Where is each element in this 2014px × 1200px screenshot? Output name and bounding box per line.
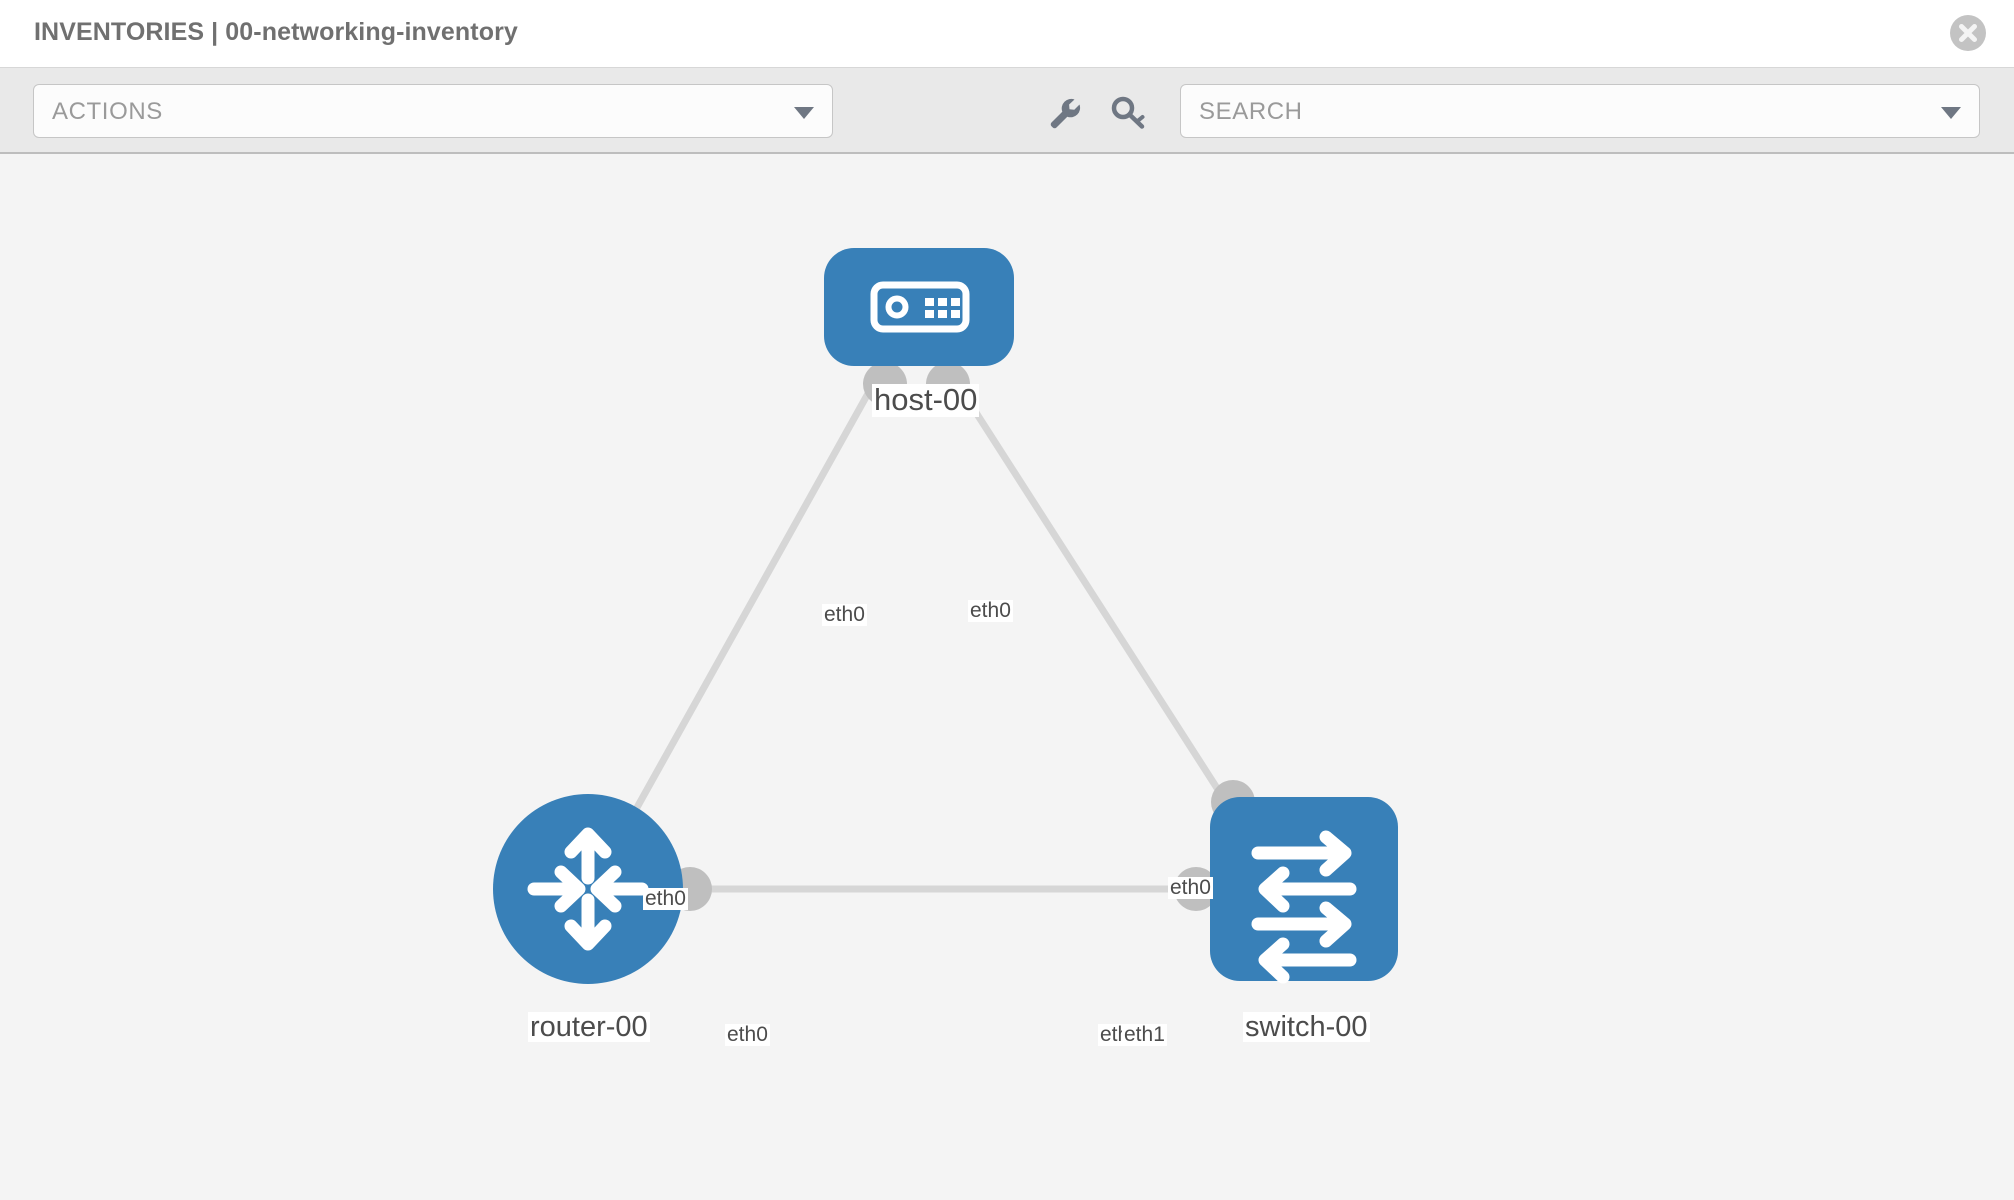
iface-label-host00-eth0-right: eth0 — [968, 599, 1013, 623]
edge-host00-router00 — [621, 370, 884, 831]
actions-dropdown[interactable]: ACTIONS — [33, 84, 833, 138]
search-placeholder: SEARCH — [1199, 98, 1303, 125]
iface-label-switch00-eth0-uplink: eth0 — [1168, 876, 1213, 900]
node-label-host-00: host-00 — [872, 382, 980, 417]
topology-connectors — [668, 362, 1255, 911]
key-icon[interactable] — [1110, 94, 1150, 130]
toolbar: ACTIONS SEARCH — [0, 68, 2014, 154]
topology-node-host-00 — [824, 248, 1014, 366]
topology-node-switch-00 — [1210, 797, 1398, 984]
topology-node-router-00 — [493, 794, 683, 984]
page-title: INVENTORIES | 00-networking-inventory — [34, 18, 518, 46]
actions-dropdown-label: ACTIONS — [52, 98, 163, 125]
server-icon — [870, 281, 970, 333]
page-header: INVENTORIES | 00-networking-inventory — [0, 0, 2014, 68]
chevron-down-icon[interactable] — [1941, 107, 1961, 119]
topology-edges — [621, 370, 1243, 893]
edge-host00-switch00 — [947, 370, 1243, 826]
topology-graph — [493, 248, 1398, 984]
switch-arrows-icon — [1251, 830, 1357, 984]
search-input[interactable]: SEARCH — [1180, 84, 1980, 138]
router-arrows-icon — [527, 827, 649, 951]
close-icon[interactable] — [1950, 15, 1986, 51]
iface-label-router00-eth0-uplink: eth0 — [643, 887, 688, 911]
iface-label-router00-eth0: eth0 — [725, 1023, 770, 1047]
iface-label-host00-eth0-left: eth0 — [822, 603, 867, 627]
wrench-icon[interactable] — [1045, 94, 1085, 130]
node-label-router-00: router-00 — [528, 1011, 650, 1043]
iface-label-switch00-eth1: eth1 — [1122, 1023, 1167, 1047]
chevron-down-icon — [794, 107, 814, 119]
topology-canvas[interactable]: host-00 router-00 switch-00 eth0 eth0 et… — [0, 154, 2014, 1200]
node-label-switch-00: switch-00 — [1243, 1011, 1370, 1043]
